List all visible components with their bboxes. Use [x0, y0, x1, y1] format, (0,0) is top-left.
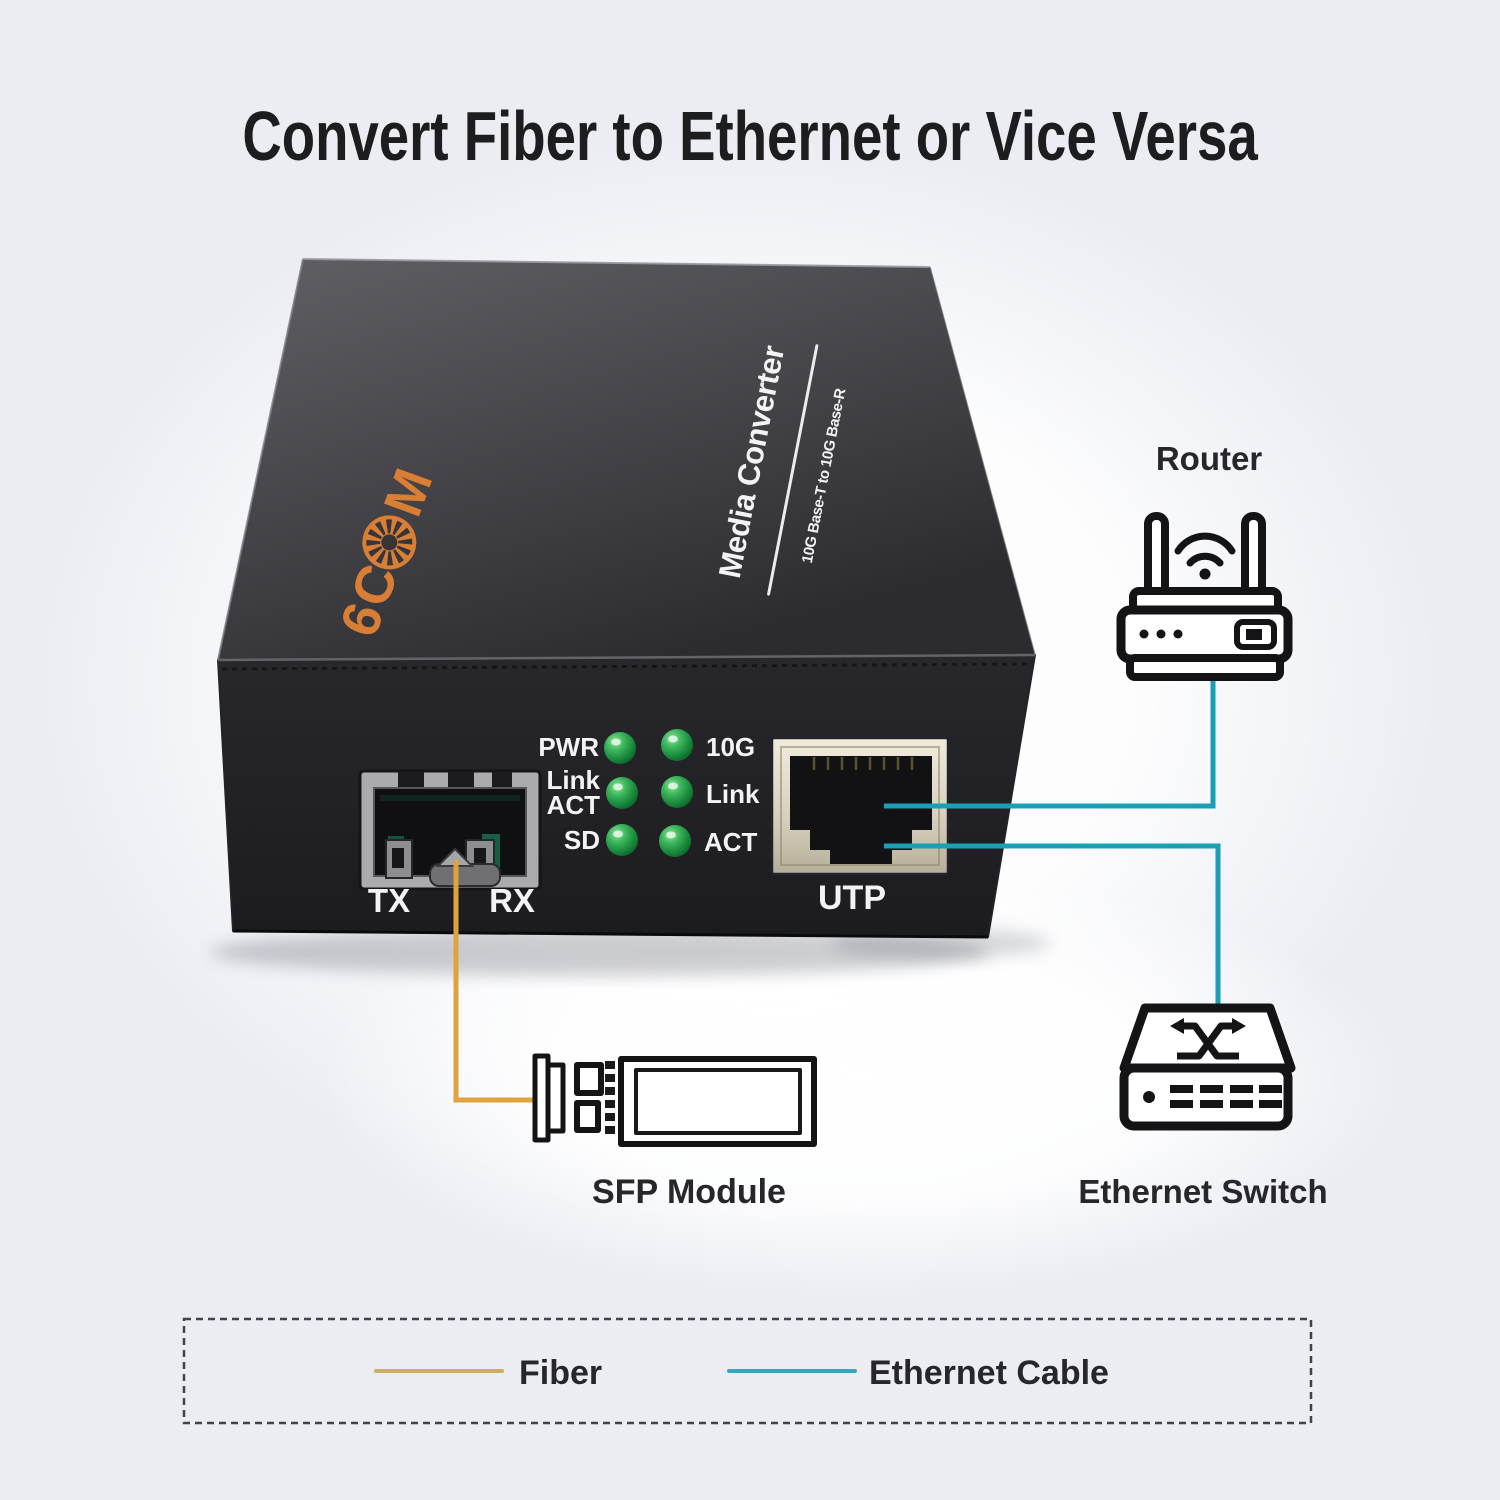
led-sd — [606, 824, 638, 856]
device: 6C M Media Converter 10G Base-T to 10G B… — [217, 258, 1036, 939]
device-edges — [217, 258, 1036, 939]
switch-label: Ethernet Switch — [1078, 1173, 1327, 1210]
brand-o-sunburst-icon — [362, 515, 417, 570]
led-label-sd: SD — [564, 825, 600, 855]
led-act — [659, 825, 691, 857]
ethernet-line-to-router — [884, 677, 1216, 809]
router-port-inner — [1246, 629, 1262, 640]
utp-contacts — [812, 757, 914, 770]
led-panel: PWR 10G Link ACT Link SD ACT — [538, 729, 760, 857]
sfp-module-port-bottom — [574, 1100, 601, 1133]
ethernet-line-to-switch — [884, 843, 1221, 1007]
sfp-cage-tabs — [398, 772, 512, 790]
sfp-module-icon — [532, 1053, 817, 1147]
utp-cavity — [790, 756, 932, 864]
fiber-line — [453, 860, 537, 1103]
switch-icon — [1119, 1003, 1296, 1131]
legend-box: Fiber Ethernet Cable — [182, 1317, 1313, 1425]
led-label-pwr: PWR — [538, 732, 599, 762]
model-divider — [767, 344, 819, 596]
led-label-link-act-line1: Link — [547, 765, 601, 795]
legend-ethernet-swatch — [727, 1369, 857, 1373]
sfp-module-label: SFP Module — [592, 1173, 786, 1211]
utp-label: UTP — [818, 879, 886, 917]
led-10g — [661, 729, 693, 761]
sfp-module-latch — [545, 1062, 566, 1134]
switch-shuffle-icon — [1170, 1018, 1246, 1060]
sfp-module-pins — [605, 1061, 615, 1134]
legend-fiber-label: Fiber — [519, 1354, 602, 1392]
switch-body — [1119, 1063, 1293, 1131]
switch-ports — [1143, 1085, 1282, 1108]
page-title-group: Convert Fiber to Ethernet or Vice Versa — [242, 98, 1258, 176]
legend-ethernet-label: Ethernet Cable — [869, 1354, 1109, 1392]
legend-border — [182, 1317, 1313, 1425]
router-icon — [1116, 512, 1293, 681]
device-top-face — [218, 259, 1035, 660]
sfp-module-body-inner — [634, 1068, 802, 1135]
sfp-module-port-top — [574, 1062, 604, 1096]
router-body-dots — [1139, 629, 1183, 639]
tx-label: TX — [368, 882, 410, 919]
sfp-module-body — [618, 1056, 817, 1147]
sfp-port: TX RX — [358, 769, 542, 919]
utp-port: UTP — [770, 736, 950, 917]
led-pwr — [604, 732, 636, 764]
led-label-link: Link — [706, 779, 760, 809]
led-link — [661, 776, 693, 808]
legend-fiber-swatch — [374, 1369, 504, 1373]
router-label: Router — [1156, 440, 1262, 477]
router-base — [1126, 654, 1284, 681]
rx-label: RX — [489, 882, 535, 919]
led-label-act: ACT — [704, 827, 758, 857]
led-label-10g: 10G — [706, 732, 755, 762]
sfp-latch-left-slot — [392, 848, 404, 868]
page-title: Convert Fiber to Ethernet or Vice Versa — [242, 98, 1258, 176]
led-label-link-act-line2: ACT — [547, 790, 601, 820]
router-wifi-icon — [1174, 532, 1236, 580]
led-link-act — [606, 777, 638, 809]
